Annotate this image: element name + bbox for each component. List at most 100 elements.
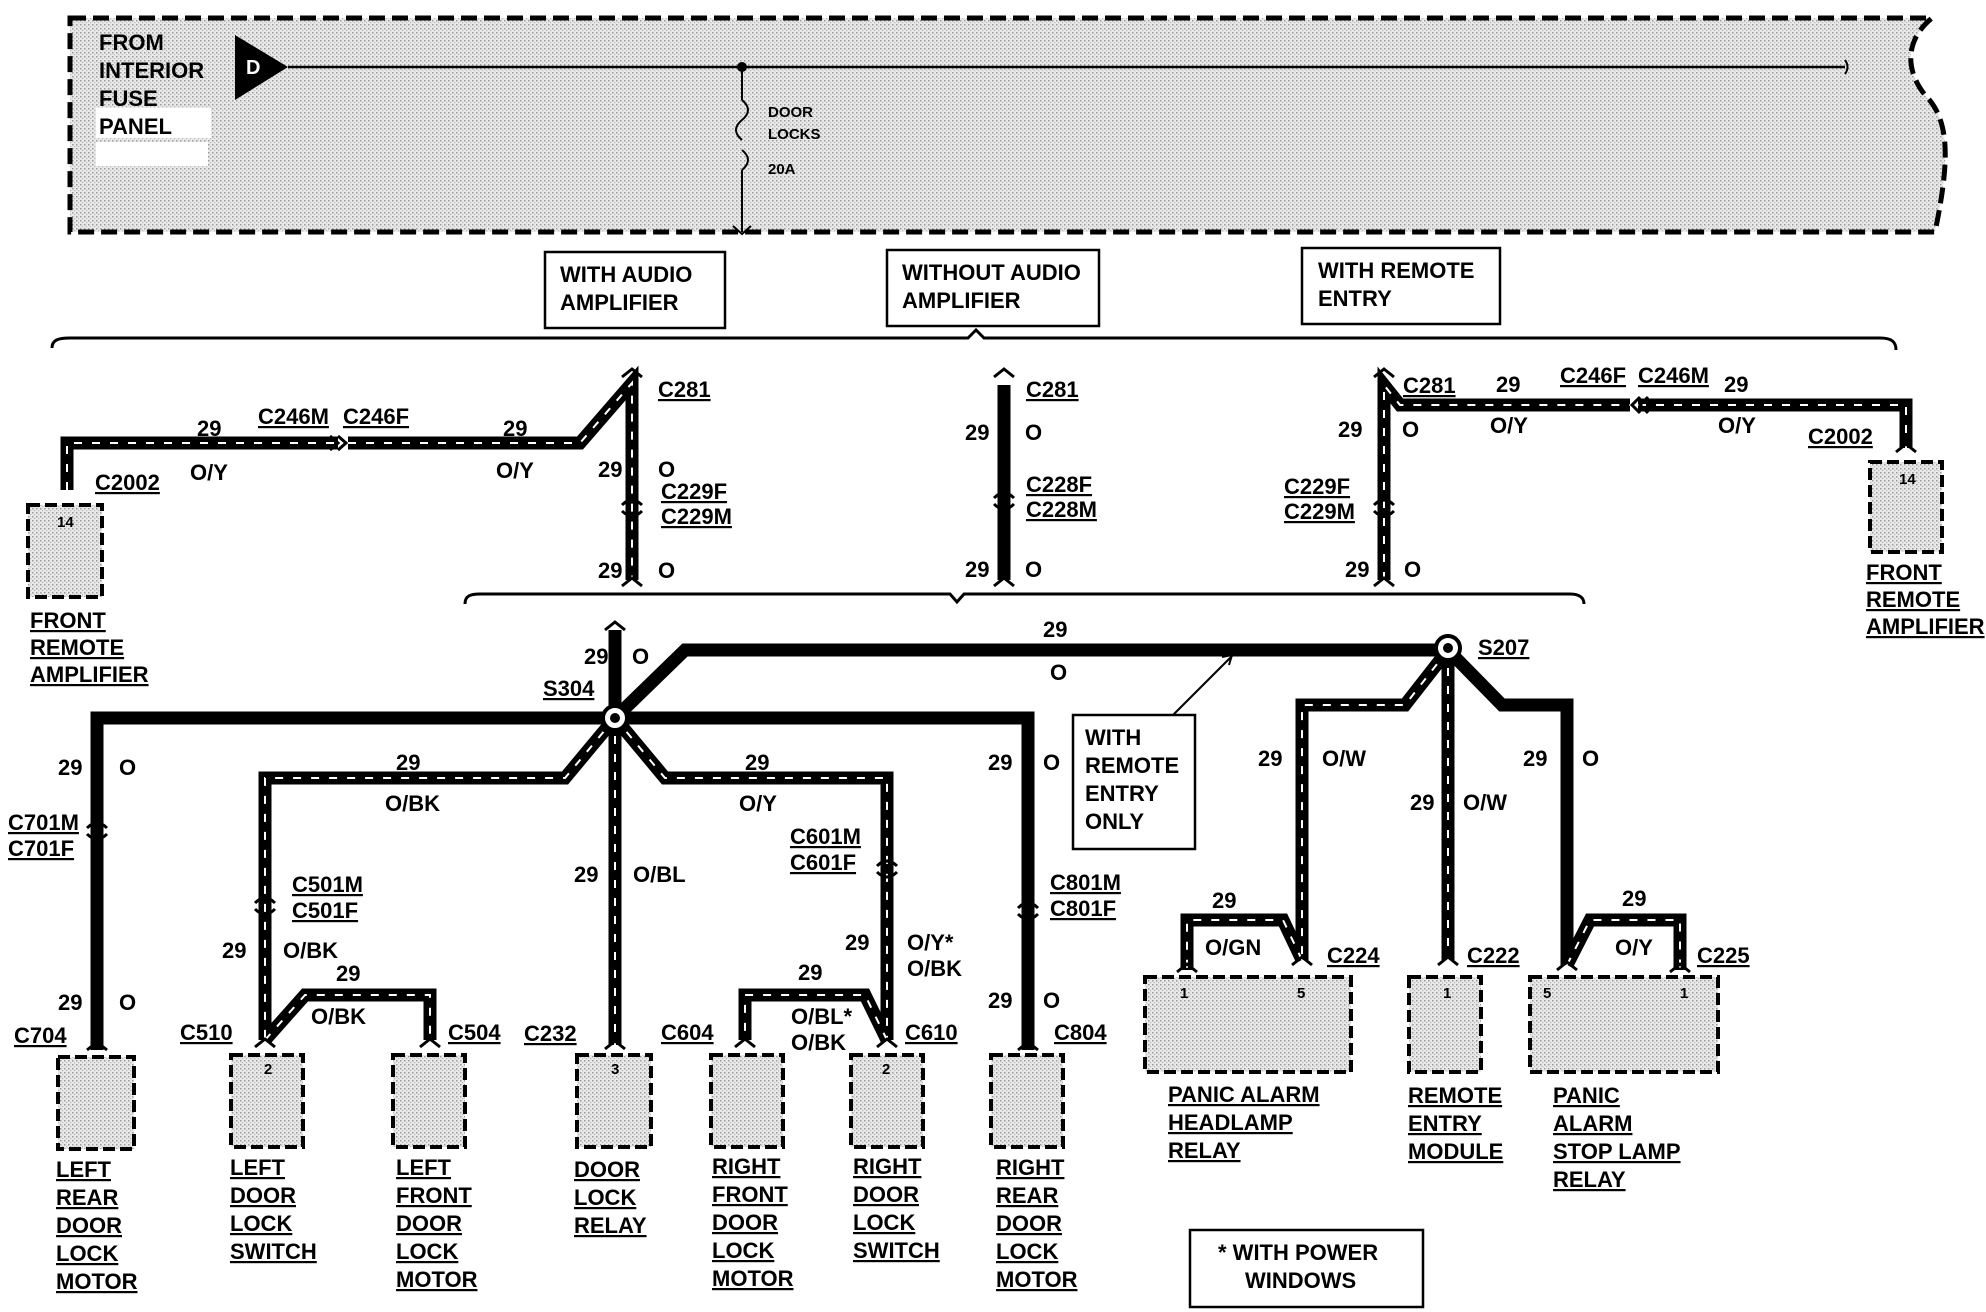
inline-connectors [85,821,1040,921]
wire-color: O/Y [496,458,534,483]
c229m-label: C229M [1284,499,1355,524]
pin-14-right: 14 [1899,471,1916,488]
connector-d-letter: D [246,57,260,79]
c281-label: C281 [658,377,711,402]
c246m-label: C246M [1638,363,1709,388]
relay-3: RELAY [574,1213,647,1238]
remote-module-1: REMOTE [1408,1083,1502,1108]
wire-num: 29 [1622,886,1646,911]
wire-num: 29 [197,416,221,441]
panic-stop-3: STOP LAMP [1553,1139,1681,1164]
wire-color: O [1043,988,1060,1013]
wire-num: 29 [1724,372,1748,397]
fuse-icon [735,99,749,141]
left-rear-motor-5: MOTOR [56,1269,138,1294]
left-switch-3: LOCK [230,1211,292,1236]
right-switch-4: SWITCH [853,1238,940,1263]
wire-color: O/W [1463,790,1507,815]
wire-num: 29 [1212,888,1236,913]
right-front-motor-5: MOTOR [712,1266,794,1291]
c604-label: C604 [661,1020,714,1045]
power-windows-note: * WITH POWER WINDOWS [1188,1228,1425,1309]
wire-color: O/Y [190,460,228,485]
c229f-label: C229F [1284,474,1350,499]
s304-label: S304 [543,676,595,701]
right-rear-motor-4: LOCK [996,1239,1058,1264]
left-rear-motor-4: LOCK [56,1241,118,1266]
right-rear-motor-1: RIGHT [996,1155,1065,1180]
option-audio-2: AMPLIFIER [560,290,679,315]
option-no-audio-1: WITHOUT AUDIO [902,260,1081,285]
s207-label: S207 [1478,635,1529,660]
left-front-motor-3: DOOR [396,1211,462,1236]
wire-num: 29 [58,990,82,1015]
wire-num: 29 [396,750,420,775]
fuse-label-3: 20A [768,161,796,178]
c704-label: C704 [14,1023,67,1048]
wire-color: O [1404,557,1421,582]
wire-color: O [632,644,649,669]
c281-label: C281 [1026,377,1079,402]
wire-color: O [119,755,136,780]
right-rear-motor-3: DOOR [996,1211,1062,1236]
interior-fuse-panel: FROM INTERIOR FUSE PANEL D DOOR LOCKS 20… [67,15,1948,236]
c510-label: C510 [180,1020,233,1045]
wire-color: O/BK [791,1030,846,1055]
wire-num: 29 [598,457,622,482]
arrow-icon [1221,653,1234,666]
right-rear-motor-2: REAR [996,1183,1058,1208]
front-amp-right-label-3: AMPLIFIER [1866,614,1985,639]
wire-num: 29 [1523,746,1547,771]
right-switch-2: DOOR [853,1182,919,1207]
wire-num: 29 [1410,790,1434,815]
c804-label: C804 [1054,1020,1107,1045]
connector-d-icon [235,35,288,100]
remote-module-3: MODULE [1408,1139,1503,1164]
bottom-labels: 29 O S304 29 O S207 29 O C701M C701F 29 … [8,617,1750,1055]
pin-2: 2 [264,1061,272,1078]
wire-num: 29 [1258,746,1282,771]
bottom-harness [90,630,1574,1050]
remote-only-3: ENTRY [1085,781,1159,806]
wire-num: 29 [584,644,608,669]
wire-num: 29 [845,930,869,955]
left-front-motor-5: MOTOR [396,1267,478,1292]
c610-label: C610 [905,1020,958,1045]
wire-num: 29 [1043,617,1067,642]
c504-label: C504 [448,1020,501,1045]
wire-color: O/GN [1205,935,1261,960]
wire-color: O/Y [1490,413,1528,438]
remote-only-4: ONLY [1085,809,1144,834]
wire-color: O/BL [633,862,686,887]
right-front-motor-3: DOOR [712,1210,778,1235]
option-audio-1: WITH AUDIO [560,262,692,287]
panic-headlamp-2: HEADLAMP [1168,1110,1293,1135]
note-line-1: * WITH POWER [1218,1240,1378,1265]
wire-color: O/Y* [907,930,954,955]
wire-num: 29 [222,938,246,963]
wire-num: 29 [798,960,822,985]
note-line-2: WINDOWS [1245,1268,1356,1293]
middle-brace [463,592,1586,605]
wire-color: O [1025,557,1042,582]
pin-5: 5 [1543,985,1551,1002]
panic-stop-1: PANIC [1553,1083,1620,1108]
wire-color: O/Y [1615,935,1653,960]
pin-3: 3 [611,1061,619,1078]
c801m-label: C801M [1050,870,1121,895]
right-rear-motor-5: MOTOR [996,1267,1078,1292]
right-switch-3: LOCK [853,1210,915,1235]
wire-num: 29 [1338,417,1362,442]
wire-num: 29 [1345,557,1369,582]
no-audio-branch: C281 29 O C228F C228M 29 O [965,367,1097,588]
wire-color: O/BK [907,956,962,981]
wire-color: O [1582,746,1599,771]
panic-stop-4: RELAY [1553,1167,1626,1192]
front-amp-right-label-1: FRONT [1866,560,1942,585]
relay-1: DOOR [574,1157,640,1182]
c229f-label: C229F [661,479,727,504]
panic-headlamp-3: RELAY [1168,1138,1241,1163]
component-boxes: 2 3 2 1 5 1 5 1 [56,975,1720,1151]
pin-2: 2 [882,1061,890,1078]
wire-color: O [119,990,136,1015]
